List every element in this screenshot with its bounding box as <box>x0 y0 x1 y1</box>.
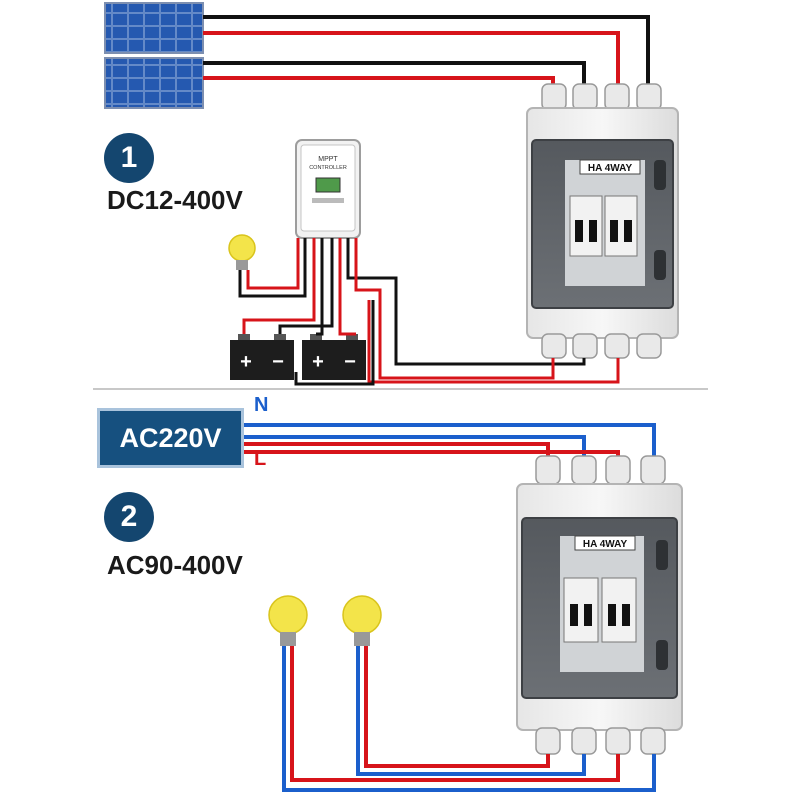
ac-breakers <box>563 577 637 643</box>
cable-glands-top <box>535 455 666 485</box>
dc-load-wires <box>238 238 620 386</box>
battery-left: + − <box>230 334 294 380</box>
solar-panel-bottom <box>104 57 204 109</box>
dc-breakers <box>569 195 638 257</box>
dc-bulb-icon <box>228 234 256 270</box>
section-1-label: DC12-400V <box>107 185 243 215</box>
battery-right-plus: + <box>312 351 324 373</box>
solar-panel-top <box>104 2 204 54</box>
ac-load-wires <box>282 646 656 792</box>
section-2-number: 2 <box>120 500 138 533</box>
pv-wires <box>203 15 650 88</box>
battery-left-minus: − <box>272 351 284 373</box>
battery-right: + − <box>302 334 366 380</box>
ac-source-box: AC220V <box>97 408 244 468</box>
live-label: L <box>254 448 267 470</box>
neutral-label: N <box>254 394 269 416</box>
battery-right-minus: − <box>344 351 356 373</box>
combiner-box-dc: HA 4WAY <box>526 83 679 359</box>
combiner-label: HA 4WAY <box>588 163 633 174</box>
section-divider <box>93 388 708 390</box>
battery-left-plus: + <box>240 351 252 373</box>
combiner-box-ac: HA 4WAY <box>516 455 683 755</box>
section-1-number: 1 <box>120 141 138 174</box>
ac-bulb-left-icon <box>268 595 308 646</box>
ac-source-label: AC220V <box>119 422 222 453</box>
section-1-badge: 1 <box>104 133 154 183</box>
cable-glands-bottom <box>535 727 666 755</box>
cable-glands-top <box>541 83 662 111</box>
mppt-controller: MPPT CONTROLLER <box>295 139 361 239</box>
combiner-label: HA 4WAY <box>583 539 628 550</box>
cable-glands-bottom <box>541 333 662 359</box>
section-2-label: AC90-400V <box>107 550 243 580</box>
controller-label-line1: MPPT <box>318 156 338 163</box>
controller-label-line2: CONTROLLER <box>309 165 347 171</box>
section-2-badge: 2 <box>104 492 154 542</box>
ac-bulb-right-icon <box>342 595 382 646</box>
ac-supply-wires <box>244 423 656 458</box>
